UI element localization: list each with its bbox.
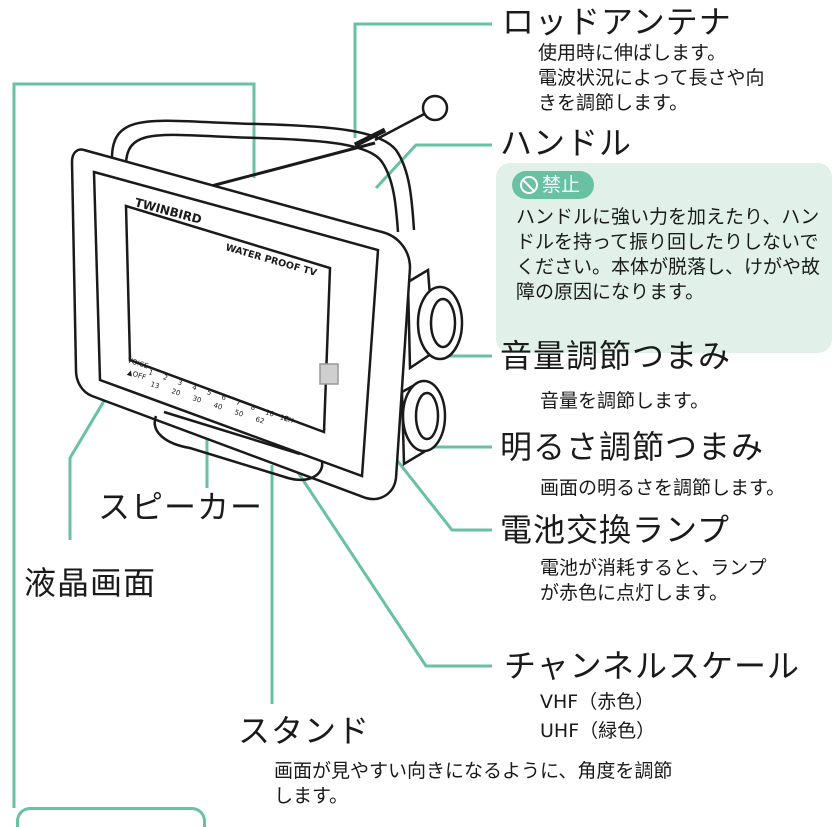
prohibited-icon (520, 176, 538, 194)
scale-ch-label: CH (282, 414, 294, 425)
leader-handle (374, 143, 492, 190)
stand-label: スタンド (238, 712, 371, 750)
scale-vhf-tick: 1 (147, 368, 154, 377)
scale-vhf-tick: 4 (191, 383, 198, 392)
scale-vhf-tick: 3 (177, 378, 184, 387)
brightness-knob-label: 明るさ調節つまみ (500, 428, 765, 466)
scale-uhf-tick: 50 (233, 408, 244, 418)
prohibition-badge-label: 禁止 (542, 174, 581, 196)
scale-uhf-tick: 62 (254, 415, 265, 425)
scale-vhf-tick: 12 (279, 413, 290, 423)
rod-antenna (195, 94, 449, 192)
scale-vhf-tick: 2 (162, 373, 169, 382)
prohibition-badge: 禁止 (512, 171, 595, 199)
prohibition-text: ハンドルに強い力を加えたり、ハンドルを持って振り回したりしないでください。本体が… (516, 206, 821, 303)
volume-knob-label: 音量調節つまみ (500, 337, 732, 375)
volume-knob-desc: 音量を調節します。 (540, 390, 710, 412)
scale-vhf-tick: 7 (235, 398, 242, 407)
handle-shape (110, 119, 416, 233)
lcd-label: 液晶画面 (24, 564, 157, 602)
battery-lamp-label: 電池交換ランプ (500, 511, 731, 549)
handle-label: ハンドル (500, 124, 633, 162)
channel-scale-uhf: UHF（緑色） (540, 720, 656, 742)
scale-vhf-tick: 8 (250, 403, 257, 412)
scale-vhf-tick: 5 (206, 388, 213, 397)
leader-rod-antenna (353, 22, 492, 138)
battery-lamp-desc: 電池が消耗すると、ランプ が赤色に点灯します。 (540, 557, 767, 604)
scale-uhf-tick: 30 (191, 394, 202, 404)
scale-uhf-tick: 20 (170, 387, 181, 397)
speaker-label: スピーカー (98, 488, 264, 526)
lcd-screen (124, 204, 332, 434)
channel-scale-vhf: VHF（赤色） (540, 691, 655, 713)
knobs (400, 267, 464, 467)
scale-vhf-tick: 6 (220, 393, 227, 402)
channel-scale-label: チャンネルスケール (504, 647, 801, 685)
tv-body (70, 148, 412, 501)
prohibition-note: 禁止 ハンドルに強い力を加えたり、ハンドルを持って振り回したりしないでください。… (496, 163, 832, 353)
scale-uhf-tick: 13 (149, 380, 160, 390)
rod-antenna-desc: 使用時に伸ばします。 電波状況によって長さや向 きを調節します。 (538, 42, 765, 114)
battery-lamp (319, 363, 339, 385)
scale-vhf-tick: 10 (264, 408, 275, 418)
rod-antenna-label: ロッドアンテナ (502, 3, 732, 41)
leader-channel-scale (260, 417, 492, 668)
leader-lcd-frame (12, 82, 256, 808)
stand-shape (153, 410, 324, 481)
next-section-box-edge (16, 807, 206, 827)
stand-desc: 画面が見やすい向きになるように、角度を調節 します。 (274, 760, 673, 807)
scale-uhf-tick: 40 (212, 401, 223, 411)
brightness-knob-desc: 画面の明るさを調節します。 (540, 477, 786, 499)
